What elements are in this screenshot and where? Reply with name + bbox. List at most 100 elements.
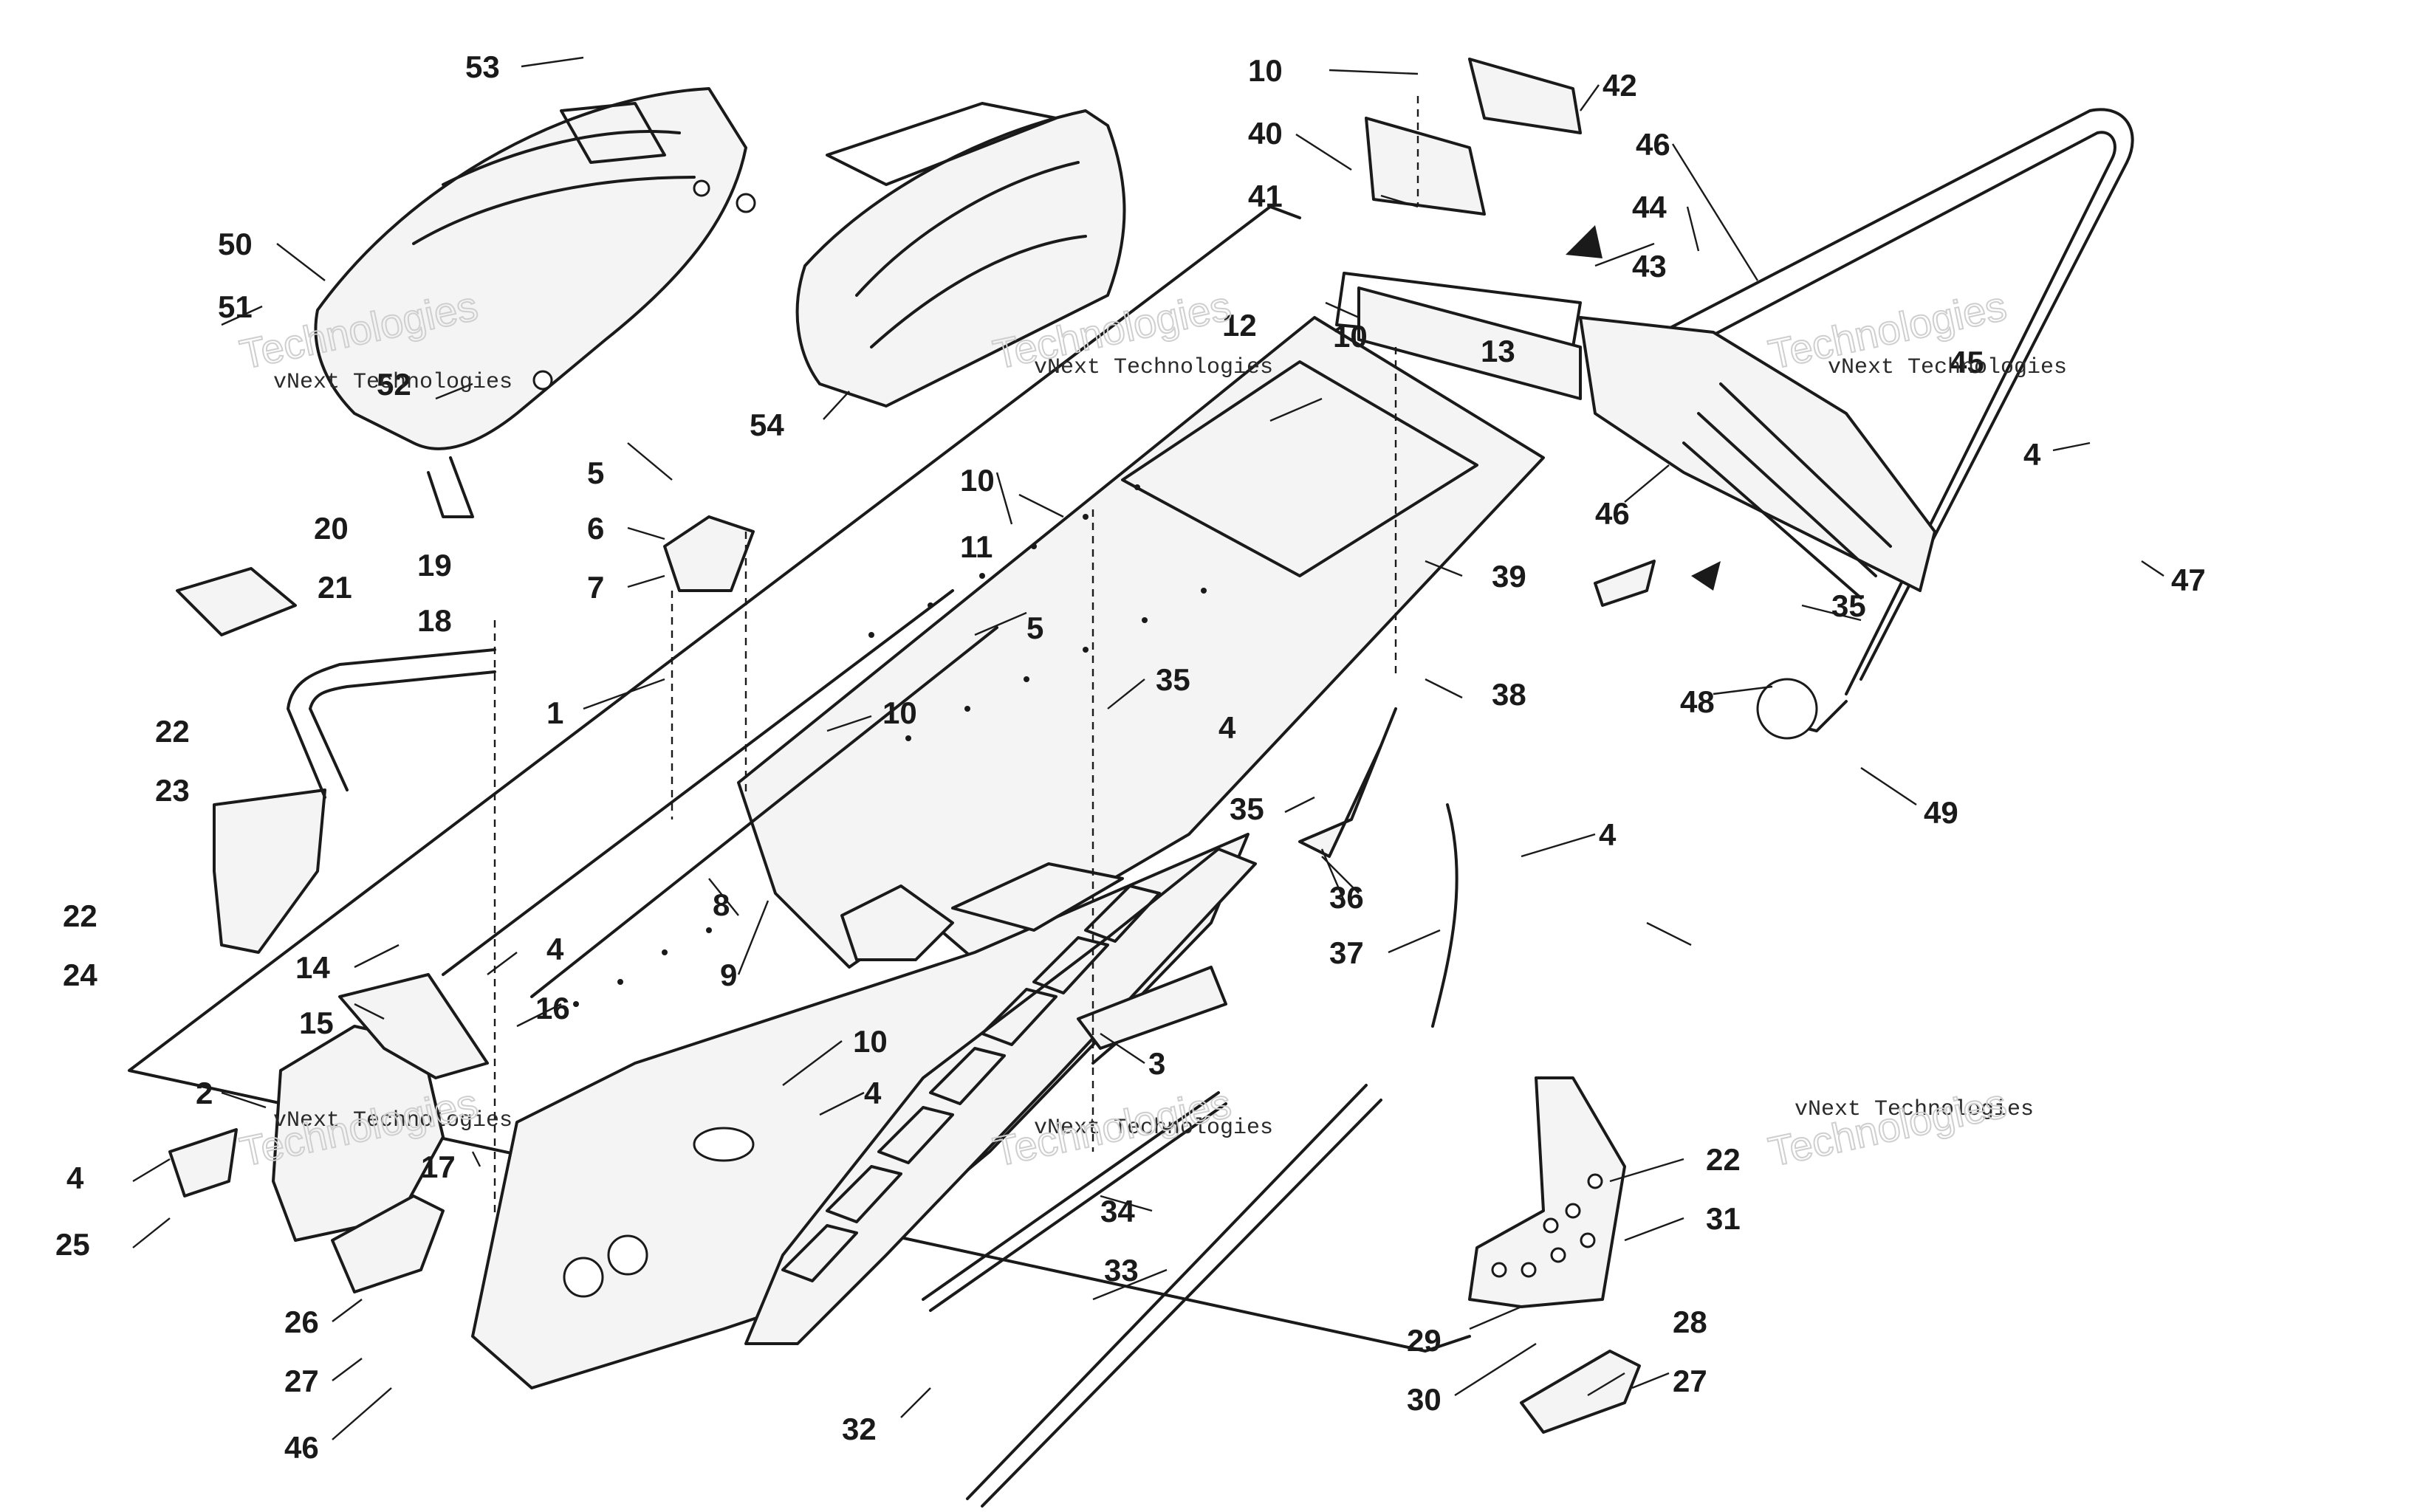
watermark-text-2: vNext Technologies (1034, 355, 1273, 380)
callout-4c: 4 (1599, 817, 1617, 852)
watermark-text-4: vNext Technologies (273, 1108, 513, 1133)
callout-5a: 5 (587, 456, 604, 490)
callout-52: 52 (377, 367, 411, 402)
leader-lines (132, 56, 2164, 1440)
callout-30: 30 (1407, 1382, 1442, 1417)
callout-25: 25 (55, 1227, 90, 1262)
callout-10e: 10 (853, 1024, 888, 1059)
callout-35a: 35 (1156, 662, 1190, 697)
callout-38: 38 (1492, 677, 1526, 712)
callout-22a: 22 (155, 714, 190, 749)
callout-33: 33 (1104, 1253, 1139, 1288)
callout-44: 44 (1632, 190, 1667, 224)
callout-53: 53 (465, 49, 500, 84)
callout-22b: 22 (63, 898, 97, 933)
direction-arrow-lower (1691, 561, 1721, 591)
left-lower-bracket (168, 973, 489, 1242)
callout-27b: 27 (1673, 1364, 1707, 1398)
callout-1: 1 (546, 695, 563, 730)
callout-24: 24 (63, 958, 97, 992)
watermark-text-3: vNext Technologies (1828, 355, 2067, 380)
callout-46b: 46 (1595, 496, 1630, 531)
callout-10d: 10 (882, 695, 917, 730)
callout-4d: 4 (546, 932, 564, 966)
heat-shield-20 (176, 567, 297, 636)
callout-41: 41 (1248, 179, 1283, 213)
callout-10b: 10 (1333, 319, 1368, 354)
left-foot-pocket (331, 1195, 445, 1293)
callout-17: 17 (421, 1150, 456, 1184)
callout-35b: 35 (1230, 791, 1264, 826)
callout-37: 37 (1329, 935, 1364, 970)
callout-43: 43 (1632, 249, 1667, 284)
callout-23: 23 (155, 773, 190, 808)
callout-31: 31 (1706, 1201, 1741, 1236)
callout-10c: 10 (960, 463, 995, 498)
callout-45: 45 (1950, 345, 1984, 379)
left-rear-bracket (213, 788, 326, 954)
callout-35c: 35 (1831, 588, 1866, 623)
callout-54: 54 (750, 408, 784, 442)
tunnel-outline (128, 205, 1471, 1353)
callout-18: 18 (417, 603, 452, 638)
callout-42: 42 (1603, 68, 1637, 103)
callout-labels: 1 2 3 4 4 4 4 4 4 5 5 6 7 8 9 10 10 10 1… (55, 49, 2206, 1465)
callout-5b: 5 (1026, 611, 1043, 645)
watermark-text-6: vNext Technologies (1795, 1097, 2034, 1122)
callout-14: 14 (295, 950, 330, 985)
callout-20: 20 (314, 511, 349, 546)
callout-7: 7 (587, 570, 604, 605)
callout-29: 29 (1407, 1323, 1442, 1358)
callout-15: 15 (299, 1006, 334, 1040)
bracket-36 (1298, 707, 1397, 858)
storage-bag (795, 102, 1126, 408)
callout-49: 49 (1924, 795, 1958, 830)
bracket-7 (663, 515, 755, 592)
watermark-big-6: Technologies (1764, 1079, 2010, 1175)
rear-bumper (1660, 108, 2134, 740)
callout-28: 28 (1673, 1305, 1707, 1339)
callout-21: 21 (318, 570, 352, 605)
flap-bracket-13 (1357, 286, 1582, 400)
callout-4b: 4 (1218, 710, 1236, 745)
callout-32: 32 (842, 1412, 877, 1446)
callout-51: 51 (218, 289, 253, 324)
callout-39: 39 (1492, 559, 1526, 594)
gusset-3 (1077, 966, 1227, 1050)
callout-3: 3 (1148, 1046, 1165, 1081)
callout-4f: 4 (66, 1161, 84, 1195)
callout-10a: 10 (1248, 53, 1283, 88)
callout-16: 16 (535, 991, 570, 1025)
watermark-text-5: vNext Technologies (1034, 1116, 1273, 1141)
callout-4e: 4 (864, 1076, 882, 1110)
tunnel-assembly (471, 316, 1545, 1389)
callout-22c: 22 (1706, 1142, 1741, 1177)
strap-37 (1431, 803, 1458, 1028)
snow-flap (1579, 316, 1936, 607)
callout-27a: 27 (284, 1364, 319, 1398)
callout-48: 48 (1680, 684, 1715, 719)
callout-8: 8 (713, 887, 730, 922)
seat (314, 87, 756, 518)
callout-50: 50 (218, 227, 253, 261)
callout-12: 12 (1222, 308, 1257, 343)
right-foot-guard (1468, 1076, 1626, 1308)
callout-11: 11 (960, 529, 993, 564)
callout-4a: 4 (2023, 437, 2041, 472)
callout-13: 13 (1481, 334, 1515, 368)
callout-46c: 46 (284, 1430, 319, 1465)
callout-36: 36 (1329, 880, 1364, 915)
handle-bar (287, 648, 496, 799)
callout-2: 2 (196, 1076, 213, 1110)
right-foot-pocket (1520, 1350, 1641, 1434)
callout-26: 26 (284, 1305, 319, 1339)
callout-46a: 46 (1636, 127, 1670, 162)
callout-40: 40 (1248, 116, 1283, 151)
direction-arrow-upper (1566, 225, 1603, 258)
callout-9: 9 (720, 958, 737, 992)
callout-47: 47 (2171, 563, 2206, 597)
callout-19: 19 (417, 548, 452, 583)
callout-34: 34 (1100, 1194, 1135, 1228)
callout-6: 6 (587, 511, 604, 546)
